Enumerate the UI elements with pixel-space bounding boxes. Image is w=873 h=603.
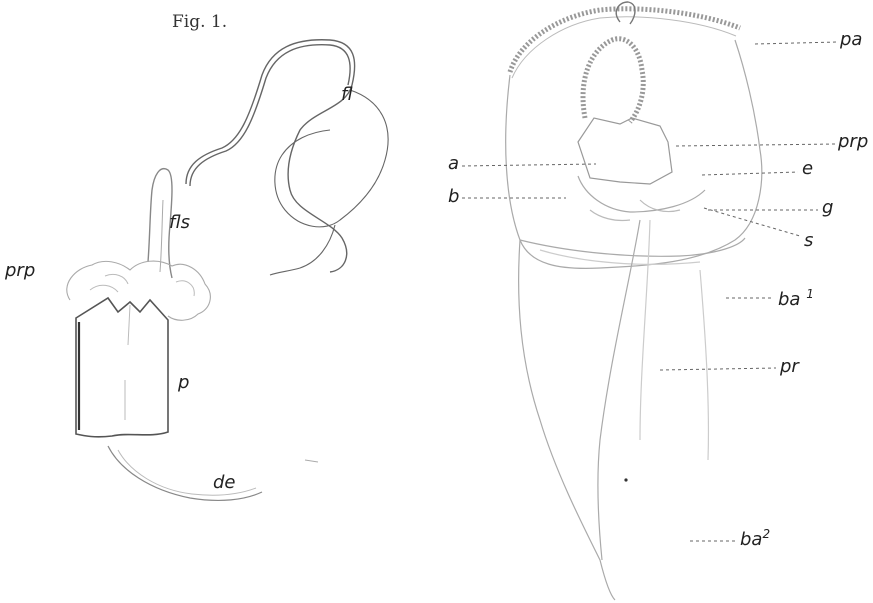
label-fl: fl [341,86,353,104]
flagellum-line [186,40,355,272]
label-fls: fls [169,214,190,232]
flagellum-line-inner [190,45,350,186]
leader-a [462,164,596,166]
leader-pr [660,368,776,370]
label-ba2: ba2 [740,528,770,549]
ductus-ejaculatorius [108,446,262,500]
label-pa: pa [840,31,862,49]
median-dot [624,478,627,481]
leader-s [704,208,800,236]
flagellum-coil [275,90,388,227]
label-prp-left: prp [5,262,35,280]
central-block [578,118,672,184]
figure-title: Fig. 1. [172,12,227,32]
left-specimen-drawing [67,40,388,501]
median-canal [598,220,640,560]
label-p: p [178,374,189,392]
label-ba1: ba 1 [778,288,814,309]
label-prp-right: prp [838,133,868,151]
body-outline [506,40,762,268]
label-b: b [448,188,459,206]
label-a: a [448,155,459,173]
label-pr: pr [780,358,799,376]
central-hatched-loop [583,39,643,122]
label-s: s [804,232,813,250]
leader-prp [676,144,836,146]
leader-pa [755,42,838,44]
penis-body [76,298,168,437]
label-de: de [213,474,236,492]
upper-looped-tip [616,2,635,24]
label-e: e [802,160,813,178]
label-g: g [822,199,833,217]
leader-e [702,172,798,175]
right-specimen-drawing [506,2,762,600]
flagellum-tail [270,225,335,275]
